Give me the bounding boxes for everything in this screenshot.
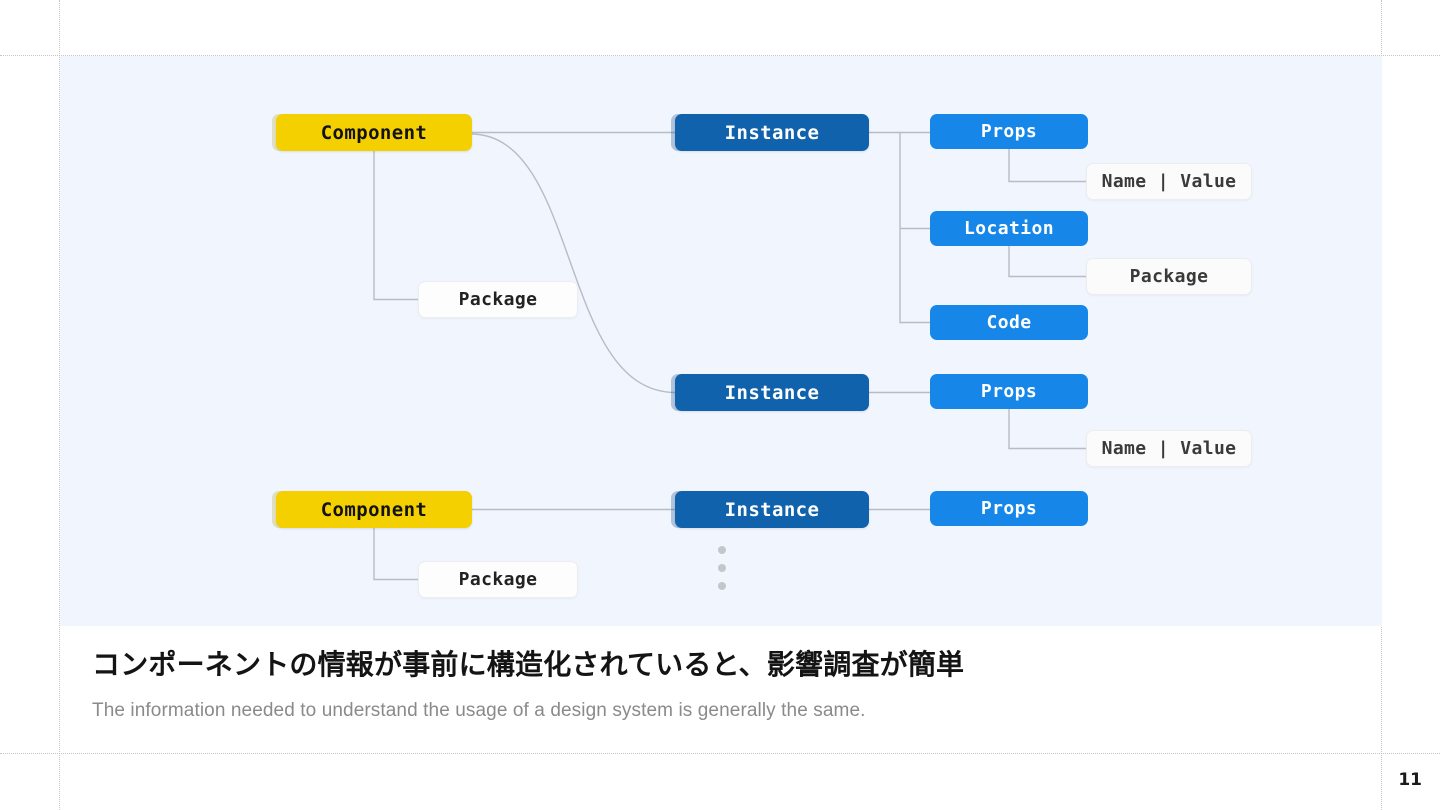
node-label: Instance xyxy=(724,498,820,521)
node-instance-2[interactable]: Instance xyxy=(675,374,869,411)
diagram-panel: Component Package Instance Props Name | … xyxy=(60,56,1382,626)
node-instance-1[interactable]: Instance xyxy=(675,114,869,151)
node-props-3[interactable]: Props xyxy=(930,491,1088,526)
ellipsis-dot xyxy=(718,582,726,590)
node-label: Component xyxy=(320,121,428,144)
node-instance-3[interactable]: Instance xyxy=(675,491,869,528)
node-code-1[interactable]: Code xyxy=(930,305,1088,340)
node-label: Props xyxy=(980,381,1038,402)
node-label: Code xyxy=(986,312,1032,333)
node-component-2[interactable]: Component xyxy=(276,491,472,528)
node-package-3[interactable]: Package xyxy=(418,561,578,598)
node-label: Location xyxy=(964,218,1054,239)
node-label: Component xyxy=(320,498,428,521)
node-label: Name | Value xyxy=(1101,171,1237,192)
node-props-2[interactable]: Props xyxy=(930,374,1088,409)
node-package-1[interactable]: Package xyxy=(418,281,578,318)
caption-block: コンポーネントの情報が事前に構造化されていると、影響調査が簡単 The info… xyxy=(92,646,1382,724)
node-name-value-2[interactable]: Name | Value xyxy=(1086,430,1252,467)
node-package-2[interactable]: Package xyxy=(1086,258,1252,295)
node-location-1[interactable]: Location xyxy=(930,211,1088,246)
node-label: Package xyxy=(458,289,538,310)
caption-title: コンポーネントの情報が事前に構造化されていると、影響調査が簡単 xyxy=(92,648,965,681)
guide-line-horizontal-bottom xyxy=(0,753,1440,754)
guide-line-horizontal-top xyxy=(0,55,1440,56)
node-label: Package xyxy=(1129,266,1209,287)
page-number: 11 xyxy=(1398,770,1422,790)
node-component-1[interactable]: Component xyxy=(276,114,472,151)
caption-subtitle: The information needed to understand the… xyxy=(92,699,866,721)
ellipsis-dot xyxy=(718,564,726,572)
node-props-1[interactable]: Props xyxy=(930,114,1088,149)
node-label: Instance xyxy=(724,381,820,404)
node-label: Name | Value xyxy=(1101,438,1237,459)
node-label: Instance xyxy=(724,121,820,144)
more-instances-ellipsis-icon xyxy=(718,546,726,590)
node-label: Props xyxy=(980,498,1038,519)
node-label: Package xyxy=(458,569,538,590)
diagram-connectors xyxy=(373,131,1086,581)
node-label: Props xyxy=(980,121,1038,142)
guide-line-vertical-left xyxy=(59,0,60,810)
ellipsis-dot xyxy=(718,546,726,554)
node-name-value-1[interactable]: Name | Value xyxy=(1086,163,1252,200)
